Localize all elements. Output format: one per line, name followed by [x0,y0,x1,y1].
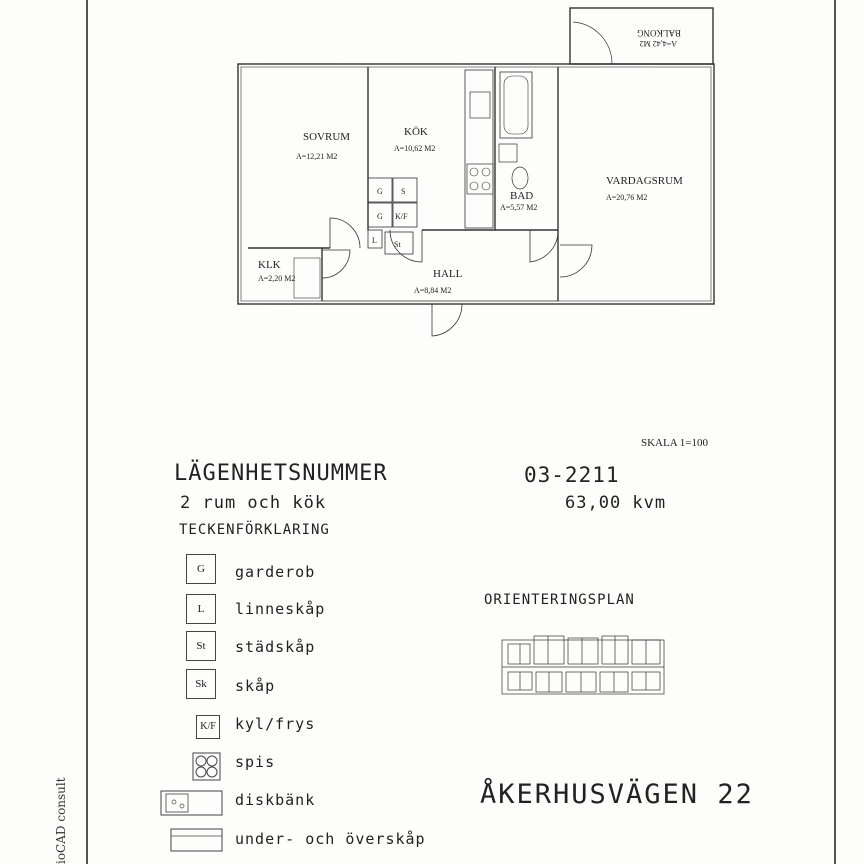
drafter-credit: ioCAD consult [54,777,68,864]
klk-shelf [293,257,321,299]
closet-st-label: St [394,240,401,249]
apartment-number-label: LÄGENHETSNUMMER [174,461,388,486]
closet-g2 [367,202,393,228]
closet-g1-label: G [377,187,383,196]
kitchen-sink [469,91,491,119]
toilet [511,166,529,190]
cabinet-icon [170,828,223,852]
legend-symbol-linneskap: L [186,594,216,624]
legend-label-diskbank: diskbänk [235,791,316,809]
door-klk [321,249,351,279]
room-area-kok: A=10,62 M2 [394,144,435,153]
closet-kf-label: K/F [395,212,408,221]
outer-wall [237,63,715,305]
room-name-balkong: BALKONG [637,28,681,38]
door-vardagsrum [559,244,593,278]
street-address: ÅKERHUSVÄGEN 22 [480,779,754,810]
room-name-vardagsrum: VARDAGSRUM [606,175,683,187]
closet-s [392,177,418,203]
sink-icon [160,790,223,816]
legend-symbol-stadskap: St [186,631,216,661]
scale-label: SKALA 1=100 [641,437,709,449]
orientation-plan-title: ORIENTERINGSPLAN [484,592,635,608]
sheet-border-left [86,0,88,864]
legend-title: TECKENFÖRKLARING [179,522,330,538]
legend-symbol-skap: Sk [186,669,216,699]
door-entrance [431,303,463,337]
legend-label-under-overskap: under- och överskåp [235,830,426,848]
room-area-vardagsrum: A=20,76 M2 [606,193,647,202]
room-area-balkong: A=4,42 M2 [640,39,677,48]
room-area-hall: A=8,84 M2 [414,286,451,295]
closet-l-label: L [372,236,377,245]
floor-plan: SOVRUM A=12,21 M2 KÖK A=10,62 M2 BAD A=5… [237,7,715,337]
closet-g1 [367,177,393,203]
legend-label-kylfrys: kyl/frys [235,715,316,733]
legend-label-spis: spis [235,753,276,771]
closet-s-label: S [401,187,405,196]
room-name-sovrum: SOVRUM [303,131,350,143]
room-name-klk: KLK [258,259,281,271]
room-name-bad: BAD [510,190,533,202]
closet-kf [392,202,418,228]
closet-st [384,231,414,255]
legend-label-garderob: garderob [235,563,316,581]
legend-symbol-garderob: G [186,554,216,584]
sheet-border-right [834,0,836,864]
orientation-plan-map [501,635,665,695]
door-sovrum [329,217,361,249]
room-area-klk: A=2,20 M2 [258,274,295,283]
room-area-sovrum: A=12,21 M2 [296,152,337,161]
door-bad [529,230,559,263]
apartment-area: 63,00 kvm [565,493,667,513]
stove-icon [192,752,221,781]
legend-label-linneskap: linneskåp [235,600,326,618]
legend-label-stadskap: städskåp [235,638,316,656]
bathtub [499,71,533,139]
legend-label-skap: skåp [235,677,276,695]
room-name-kok: KÖK [404,126,428,138]
kitchen-counter [464,69,494,229]
room-count: 2 rum och kök [180,493,327,513]
balcony-door-swing [572,21,613,65]
washbasin [498,143,518,163]
room-area-bad: A=5,57 M2 [500,203,537,212]
closet-l [367,229,383,249]
kitchen-stove [466,163,494,195]
legend-symbol-kylfrys: K/F [196,715,220,739]
room-name-hall: HALL [433,268,463,280]
apartment-number: 03-2211 [524,463,620,487]
closet-g2-label: G [377,212,383,221]
